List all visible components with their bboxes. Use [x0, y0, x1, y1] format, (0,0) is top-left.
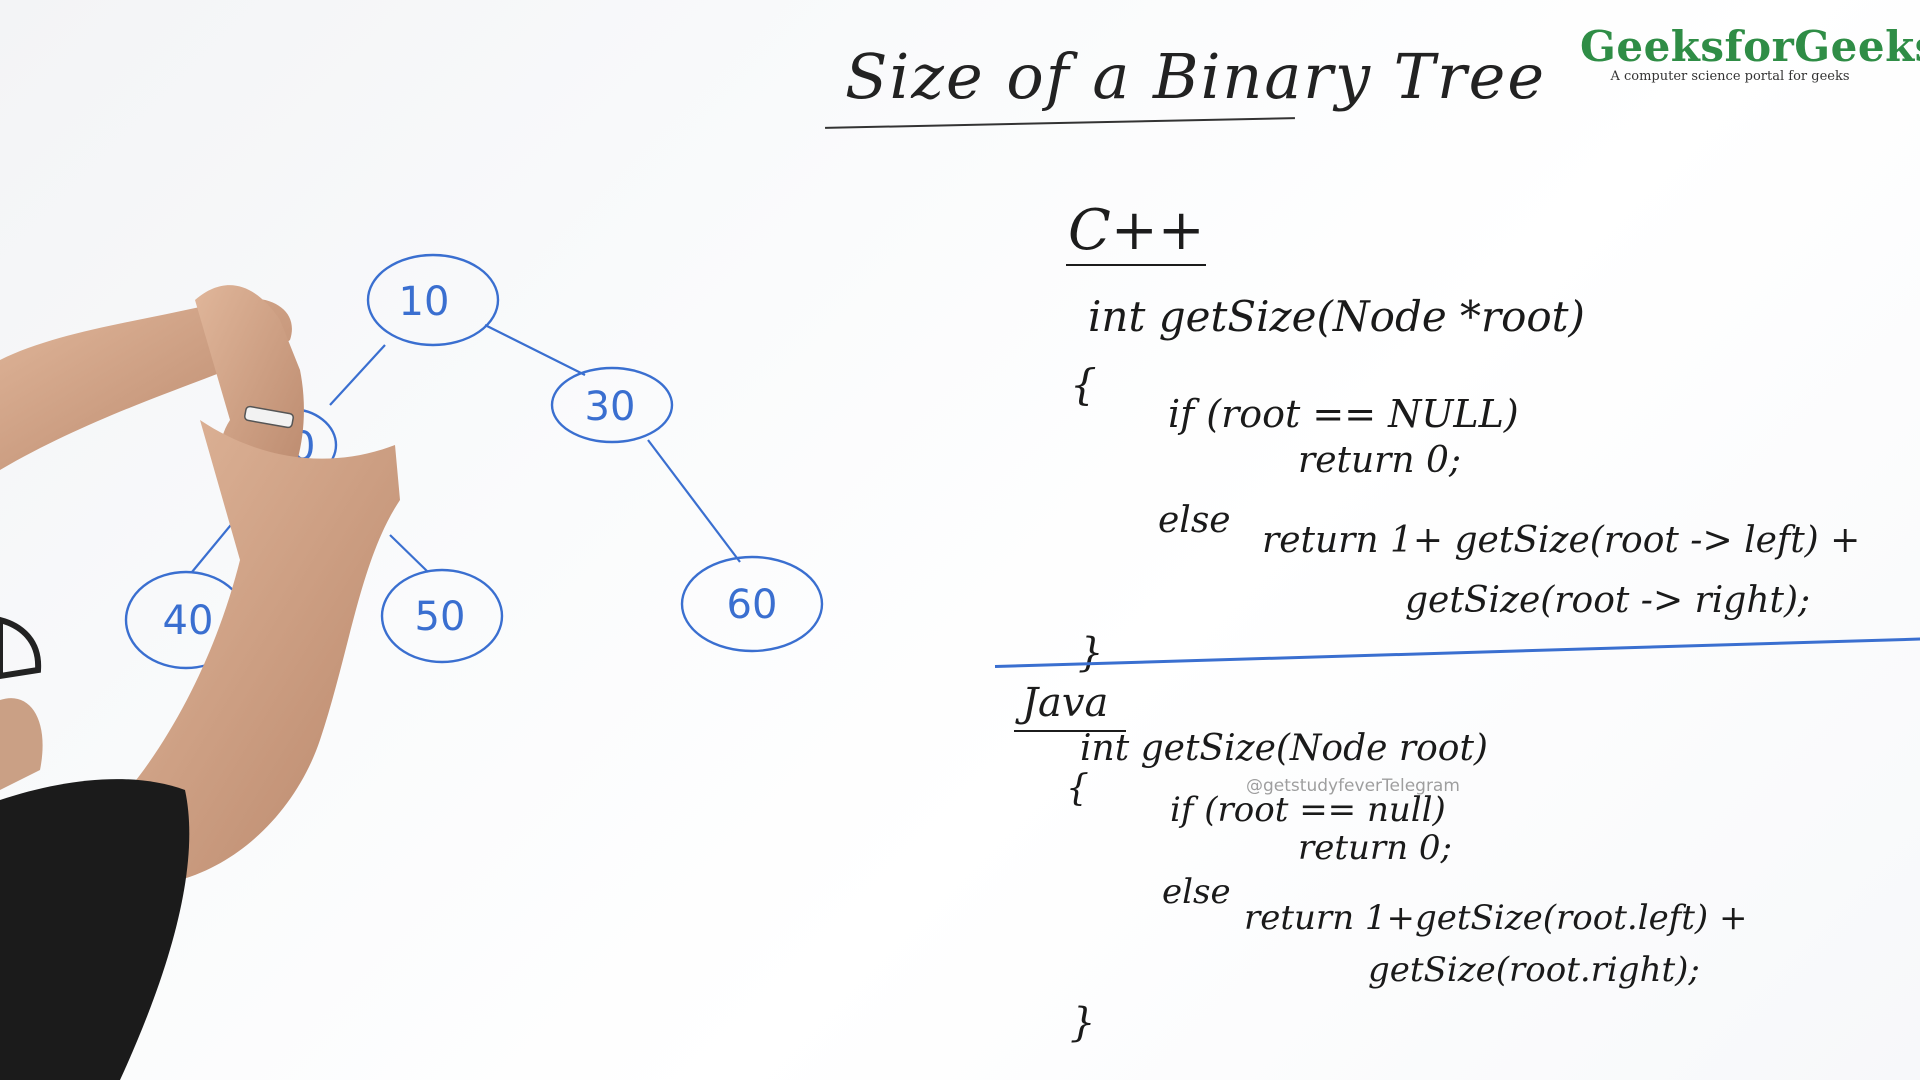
logo: GeeksforGeeks A computer science portal …: [1580, 22, 1920, 84]
java-line-6: return 1+getSize(root.left) +: [1244, 898, 1748, 938]
java-line-3: if (root == null): [1170, 790, 1446, 830]
cpp-line-2: {: [1070, 360, 1097, 409]
cpp-line-3: if (root == NULL): [1168, 392, 1519, 436]
board-title: Size of a Binary Tree: [845, 40, 1547, 113]
tree-node-30: [550, 366, 674, 444]
cpp-line-6: return 1+ getSize(root -> left) +: [1262, 520, 1861, 561]
java-line-4: return 0;: [1298, 828, 1452, 868]
tree-node-label: 30: [585, 384, 636, 430]
tree-node-label: 10: [399, 279, 450, 325]
cpp-line-7: getSize(root -> right);: [1405, 580, 1811, 621]
java-line-1: int getSize(Node root): [1080, 728, 1488, 769]
logo-tagline: A computer science portal for geeks: [1610, 69, 1850, 84]
tree-node-label: 60: [727, 582, 778, 628]
tree-node-60: [680, 555, 824, 653]
java-line-8: }: [1070, 1000, 1096, 1046]
edge-10-30: [484, 324, 586, 376]
java-label-underline: [1014, 730, 1126, 732]
java-line-2: {: [1066, 768, 1089, 809]
cpp-line-4: return 0;: [1298, 440, 1462, 481]
cpp-line-5: else: [1158, 500, 1231, 541]
logo-name: GeeksforGeeks: [1580, 22, 1920, 71]
cpp-line-1: int getSize(Node *root): [1088, 292, 1585, 341]
edge-20-40: [191, 479, 269, 573]
tree-node-label: 50: [415, 594, 466, 640]
watermark: @getstudyfeverTelegram: [1246, 776, 1460, 796]
java-line-7: getSize(root.right);: [1368, 950, 1700, 990]
java-line-5: else: [1162, 872, 1231, 912]
cpp-label-underline: [1066, 264, 1206, 266]
java-label: Java: [1022, 680, 1109, 726]
edge-20-50: [389, 534, 429, 573]
edge-30-60: [647, 439, 741, 563]
tree-node-label: 40: [163, 598, 214, 644]
tree-node-10: [366, 253, 500, 347]
cpp-line-8: }: [1078, 630, 1104, 676]
tree-node-label: 20: [265, 424, 316, 470]
cpp-label: C++: [1068, 198, 1205, 263]
edge-10-20: [329, 344, 386, 406]
